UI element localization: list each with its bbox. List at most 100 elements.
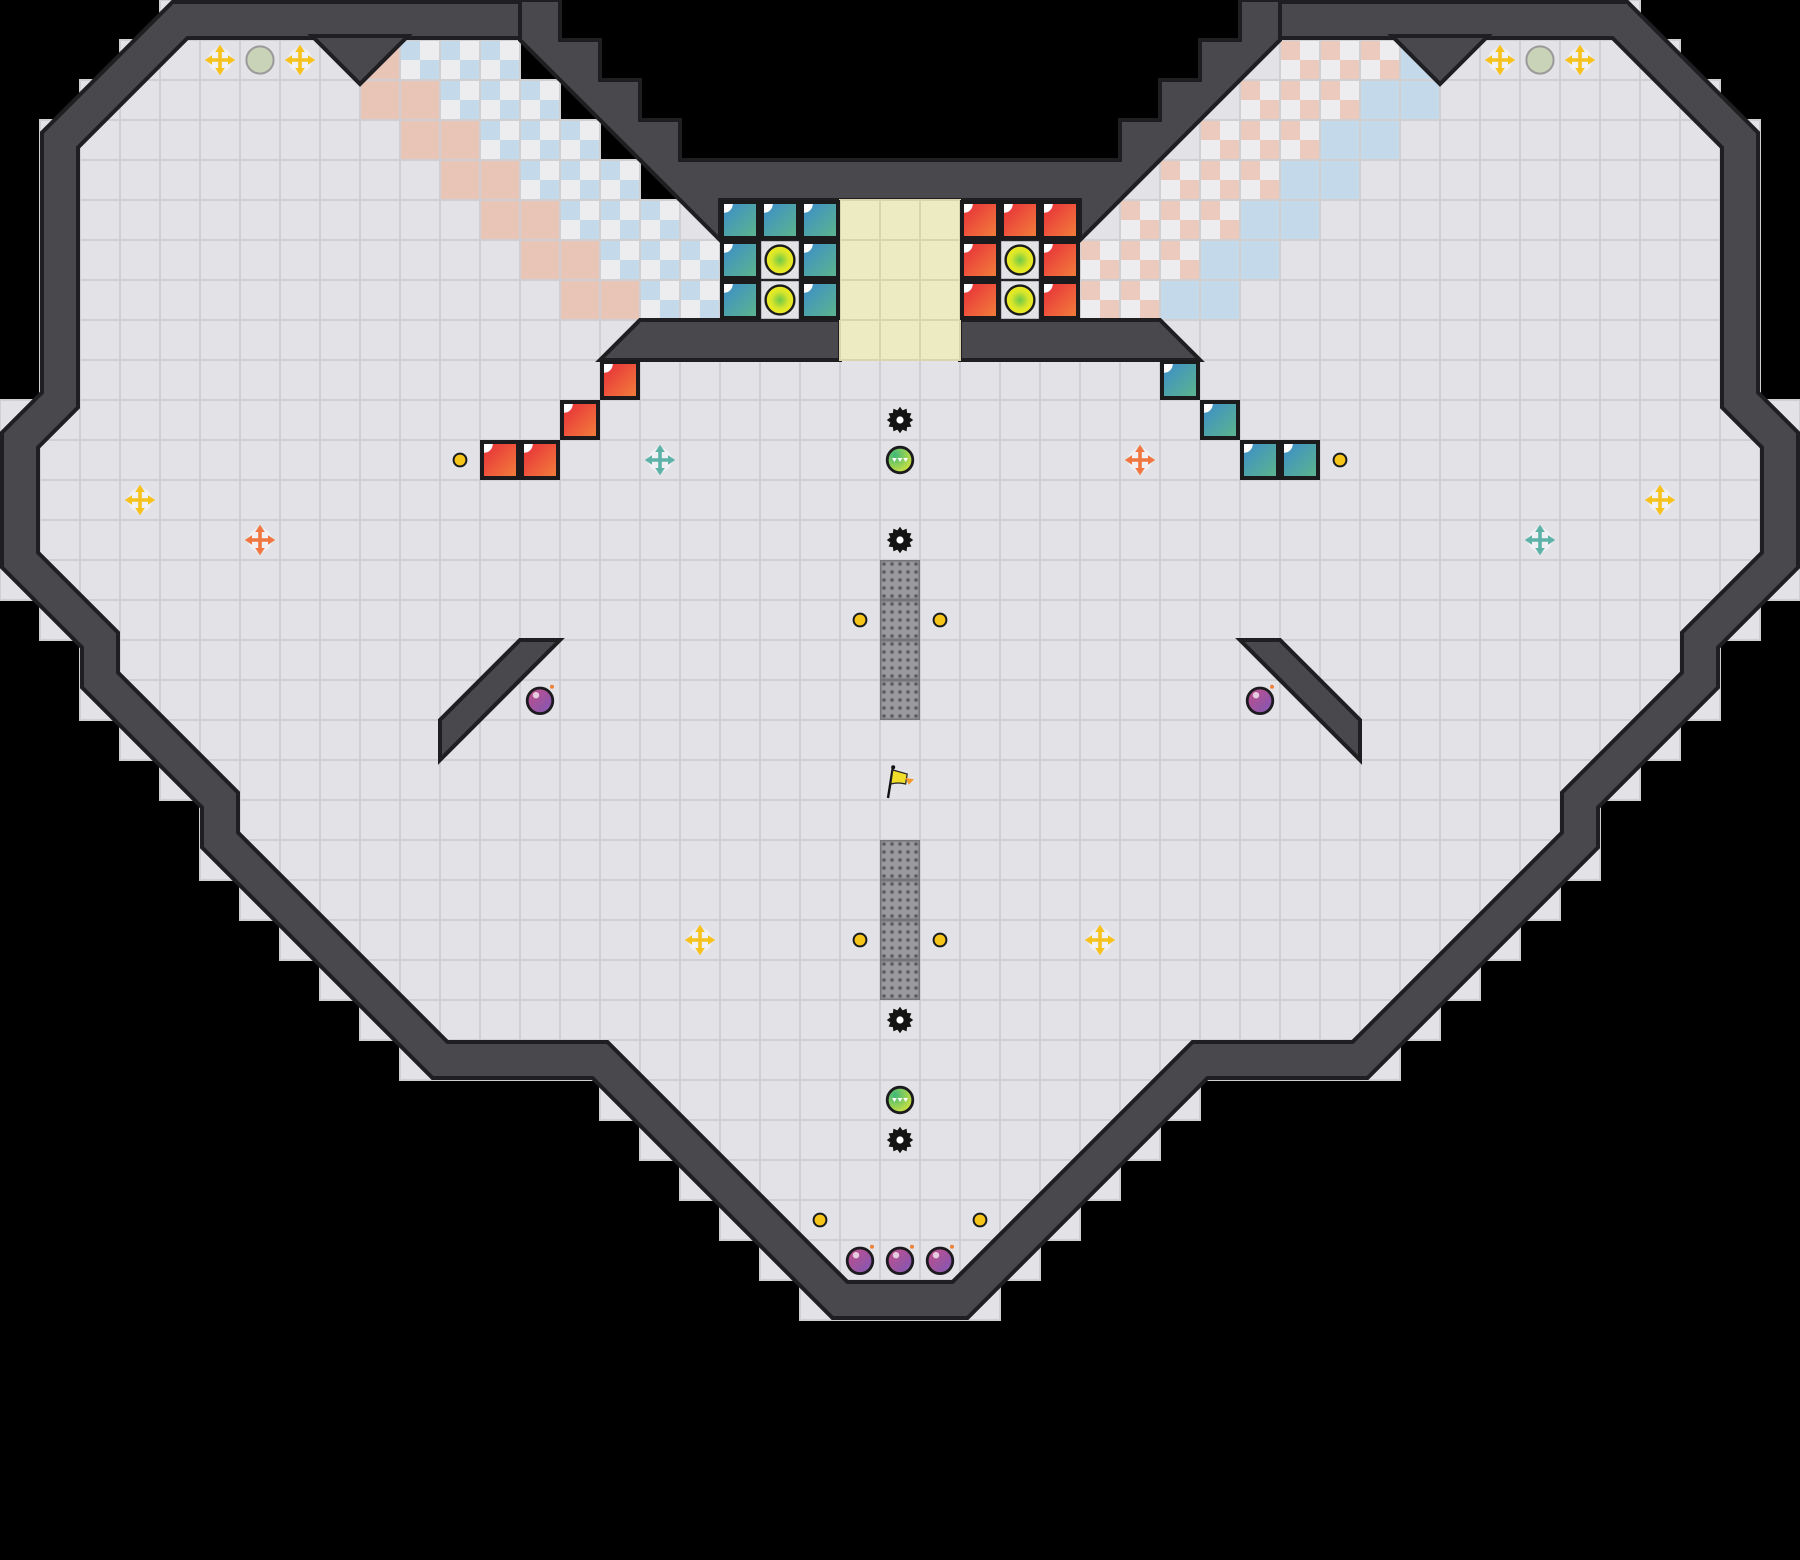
checker-tile <box>1279 199 1321 241</box>
floor-tile <box>1359 679 1401 721</box>
floor-tile <box>1399 199 1441 241</box>
floor-tile <box>1279 879 1321 921</box>
floor-tile <box>679 399 721 441</box>
checker-tile <box>479 119 521 161</box>
floor-tile <box>1679 479 1721 521</box>
floor-tile <box>959 1119 1001 1161</box>
floor-tile <box>479 279 521 321</box>
floor-tile <box>239 79 281 121</box>
floor-tile <box>1079 759 1121 801</box>
floor-tile <box>679 479 721 521</box>
floor-tile <box>839 1079 881 1121</box>
floor-tile <box>919 1079 961 1121</box>
floor-tile <box>1399 399 1441 441</box>
floor-tile <box>1039 599 1081 641</box>
floor-tile <box>1359 599 1401 641</box>
gear-icon <box>886 526 914 554</box>
bomb-icon <box>885 1244 915 1276</box>
red-block <box>480 440 521 481</box>
floor-tile <box>999 839 1041 881</box>
blue-block <box>799 240 840 281</box>
checker-tile <box>1279 79 1321 121</box>
checker-tile <box>639 239 681 281</box>
floor-tile <box>159 679 201 721</box>
floor-tile <box>599 719 641 761</box>
floor-tile <box>1279 759 1321 801</box>
checker-tile <box>559 119 601 161</box>
floor-tile <box>319 439 361 481</box>
floor-tile <box>1599 79 1641 121</box>
floor-tile <box>759 719 801 761</box>
floor-tile <box>919 519 961 561</box>
checker-tile <box>1079 239 1121 281</box>
floor-tile <box>1479 479 1521 521</box>
floor-tile <box>1639 359 1681 401</box>
floor-tile <box>999 719 1041 761</box>
checker-tile <box>599 239 641 281</box>
checker-tile <box>519 239 561 281</box>
floor-tile <box>1559 319 1601 361</box>
floor-tile <box>519 919 561 961</box>
floor-tile <box>1039 919 1081 961</box>
floor-tile <box>1599 679 1641 721</box>
floor-tile <box>1079 959 1121 1001</box>
floor-tile <box>359 479 401 521</box>
floor-tile <box>679 1039 721 1081</box>
floor-tile <box>919 359 961 401</box>
floor-tile <box>1319 959 1361 1001</box>
floor-tile <box>799 759 841 801</box>
floor-tile <box>1519 479 1561 521</box>
floor-tile <box>399 919 441 961</box>
floor-tile <box>1319 399 1361 441</box>
floor-tile <box>1559 719 1601 761</box>
floor-tile <box>479 239 521 281</box>
floor-tile <box>1039 839 1081 881</box>
floor-tile <box>399 199 441 241</box>
floor-tile <box>919 679 961 721</box>
floor-tile <box>839 999 881 1041</box>
floor-tile <box>1039 439 1081 481</box>
floor-tile <box>959 359 1001 401</box>
floor-tile <box>999 399 1041 441</box>
floor-tile <box>1239 559 1281 601</box>
red-block <box>600 360 641 401</box>
floor-tile <box>519 959 561 1001</box>
floor-tile <box>1359 839 1401 881</box>
floor-tile <box>1359 319 1401 361</box>
floor-tile <box>959 1079 1001 1121</box>
floor-tile <box>1639 319 1681 361</box>
floor-tile <box>1319 239 1361 281</box>
floor-tile <box>479 839 521 881</box>
floor-tile <box>799 679 841 721</box>
floor-tile <box>1479 799 1521 841</box>
bomb-icon <box>845 1244 875 1276</box>
floor-tile <box>1679 279 1721 321</box>
floor-tile <box>1119 839 1161 881</box>
floor-tile <box>1119 479 1161 521</box>
gray-circle-icon <box>245 45 275 75</box>
floor-tile <box>1079 559 1121 601</box>
floor-tile <box>1519 559 1561 601</box>
floor-tile <box>279 439 321 481</box>
floor-tile <box>1199 919 1241 961</box>
floor-tile <box>479 519 521 561</box>
floor-tile <box>239 199 281 241</box>
floor-tile <box>1479 119 1521 161</box>
floor-tile <box>159 359 201 401</box>
floor-tile <box>1159 999 1201 1041</box>
floor-tile <box>1439 479 1481 521</box>
floor-tile <box>1399 359 1441 401</box>
floor-tile <box>479 399 521 441</box>
checker-tile <box>559 159 601 201</box>
floor-tile <box>1639 239 1681 281</box>
floor-tile <box>839 399 881 441</box>
floor-tile <box>279 759 321 801</box>
floor-tile <box>919 799 961 841</box>
box-wall-right <box>958 318 1205 362</box>
floor-tile <box>519 999 561 1041</box>
floor-tile <box>1279 239 1321 281</box>
floor-tile <box>559 359 601 401</box>
floor-tile <box>1319 559 1361 601</box>
floor-tile <box>359 119 401 161</box>
